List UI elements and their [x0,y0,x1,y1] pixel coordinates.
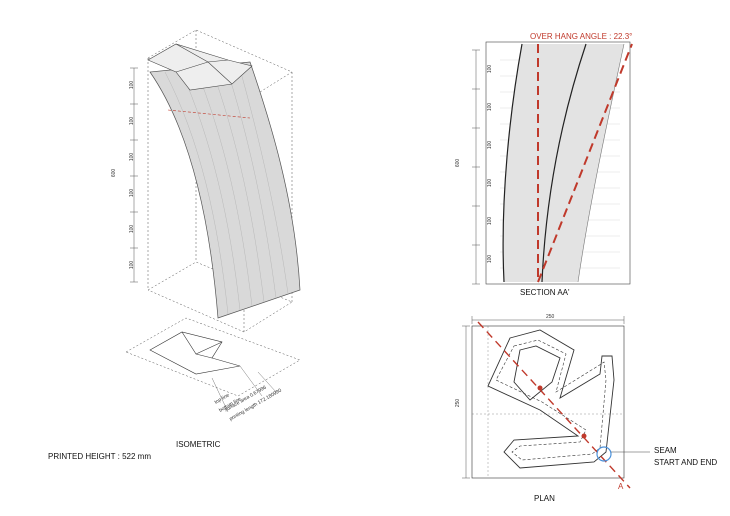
section-caption: SECTION AA' [520,288,570,297]
sec-dim-6: 100 [487,254,494,264]
isometric-section-line [167,109,251,119]
plan-height-label: 250 [455,398,462,408]
iso-dim-2: 100 [129,116,136,126]
section-inner-wall [541,43,587,283]
iso-total-dim: 600 [111,168,118,178]
isometric-footprint [149,331,241,375]
section-outer-wall [502,43,523,283]
iso-dim-5: 100 [129,224,136,234]
overhang-angle-label: OVER HANG ANGLE : 22.3° [530,32,633,41]
seam-marker [596,446,612,462]
isometric-body [149,61,301,319]
plan-frame [471,325,625,479]
plan-view [462,316,650,489]
printed-height-label: PRINTED HEIGHT : 522 mm [48,452,151,461]
iso-dim-6: 100 [129,260,136,270]
isometric-top-cap [147,43,253,91]
isometric-note-leaders [211,365,277,413]
plan-grid [472,326,624,478]
plan-toolpath [487,329,615,469]
sec-dim-3: 100 [487,140,494,150]
isometric-caption: ISOMETRIC [176,440,221,449]
section-outer-wall-right [577,43,625,283]
iso-dim-3: 100 [129,152,136,162]
plan-section-line [477,321,631,489]
section-dimension-chain [472,49,480,285]
iso-dim-1: 100 [129,80,136,90]
sec-dim-4: 100 [487,178,494,188]
plan-width-dim [471,316,625,324]
isometric-dimension-chain [130,67,138,283]
plan-height-dim [462,325,470,479]
plan-caption: PLAN [534,494,555,503]
plan-point-red-1 [537,385,543,391]
section-fill [503,44,624,282]
isometric-hatch [164,61,289,315]
section-marker-label: A [618,482,624,491]
iso-dim-4: 100 [129,188,136,198]
sec-total-dim: 600 [455,158,462,168]
plan-width-label: 250 [546,314,555,320]
section-view [472,41,633,285]
plan-point-red-2 [581,433,587,439]
seam-label: SEAM [654,446,677,455]
seam-start-end-label: START AND END [654,458,718,467]
overhang-angle-line [537,43,633,283]
section-frame [485,41,631,285]
sec-dim-2: 100 [487,102,494,112]
isometric-view [125,29,301,413]
sec-dim-1: 100 [487,64,494,74]
sec-dim-5: 100 [487,216,494,226]
